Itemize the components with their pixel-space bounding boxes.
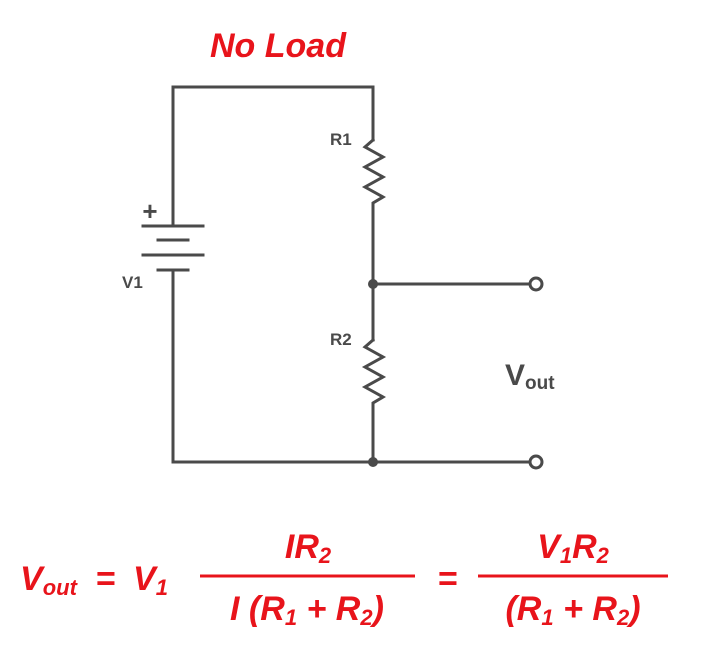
eq-v1-sub: 1 [156, 575, 168, 600]
label-r1: R1 [330, 130, 352, 149]
equation: Vout = V1 IR2 I (R1 + R2) = V1R2 (R1 + R… [20, 528, 668, 630]
junction-dot-top [368, 279, 378, 289]
terminal-bottom [528, 454, 544, 470]
eq-den2-b: + R [554, 590, 618, 628]
eq-num2-a-sub: 1 [560, 543, 572, 568]
eq-equals-1: = [96, 560, 116, 598]
eq-den1-a: I (R [230, 590, 285, 628]
resistor-r2 [361, 337, 387, 464]
label-vout-main: V [505, 359, 525, 392]
label-v1: V1 [122, 273, 143, 292]
eq-num2-b-sub: 2 [596, 543, 610, 568]
eq-den2-b-sub: 2 [616, 605, 630, 630]
eq-v1-main: V [133, 560, 159, 598]
eq-num2: V1R2 [537, 528, 610, 568]
eq-den2-a: (R [505, 590, 541, 628]
eq-equals-2: = [438, 560, 458, 598]
battery-v1 [141, 224, 205, 272]
eq-den2-a-sub: 1 [541, 605, 553, 630]
terminal-top [528, 276, 544, 292]
eq-num1-main: IR [285, 528, 319, 566]
eq-num1: IR2 [285, 528, 332, 568]
label-r2: R2 [330, 330, 352, 349]
eq-den1-b-sub: 2 [359, 605, 373, 630]
eq-den1-a-sub: 1 [285, 605, 297, 630]
eq-num2-b: R [572, 528, 597, 566]
label-plus: + [142, 196, 157, 226]
junction-dot-bottom [368, 457, 378, 467]
wire-left-bottom [171, 268, 375, 464]
eq-lhs-main: V [20, 560, 46, 598]
eq-lhs-sub: out [43, 575, 79, 600]
eq-den1: I (R1 + R2) [230, 590, 384, 630]
eq-v1: V1 [133, 560, 168, 600]
eq-den1-c: ) [370, 590, 384, 628]
circuit [141, 85, 544, 470]
label-vout: Vout [505, 359, 555, 394]
eq-den2: (R1 + R2) [505, 590, 640, 630]
eq-num1-sub: 2 [318, 543, 332, 568]
wire-left-top [171, 85, 375, 228]
eq-den1-b: + R [297, 590, 361, 628]
diagram-title: No Load [210, 27, 347, 65]
resistor-r1 [361, 137, 387, 342]
label-vout-sub: out [525, 373, 555, 394]
eq-lhs: Vout [20, 560, 79, 600]
eq-den2-c: ) [626, 590, 640, 628]
eq-num2-a: V [537, 528, 563, 566]
